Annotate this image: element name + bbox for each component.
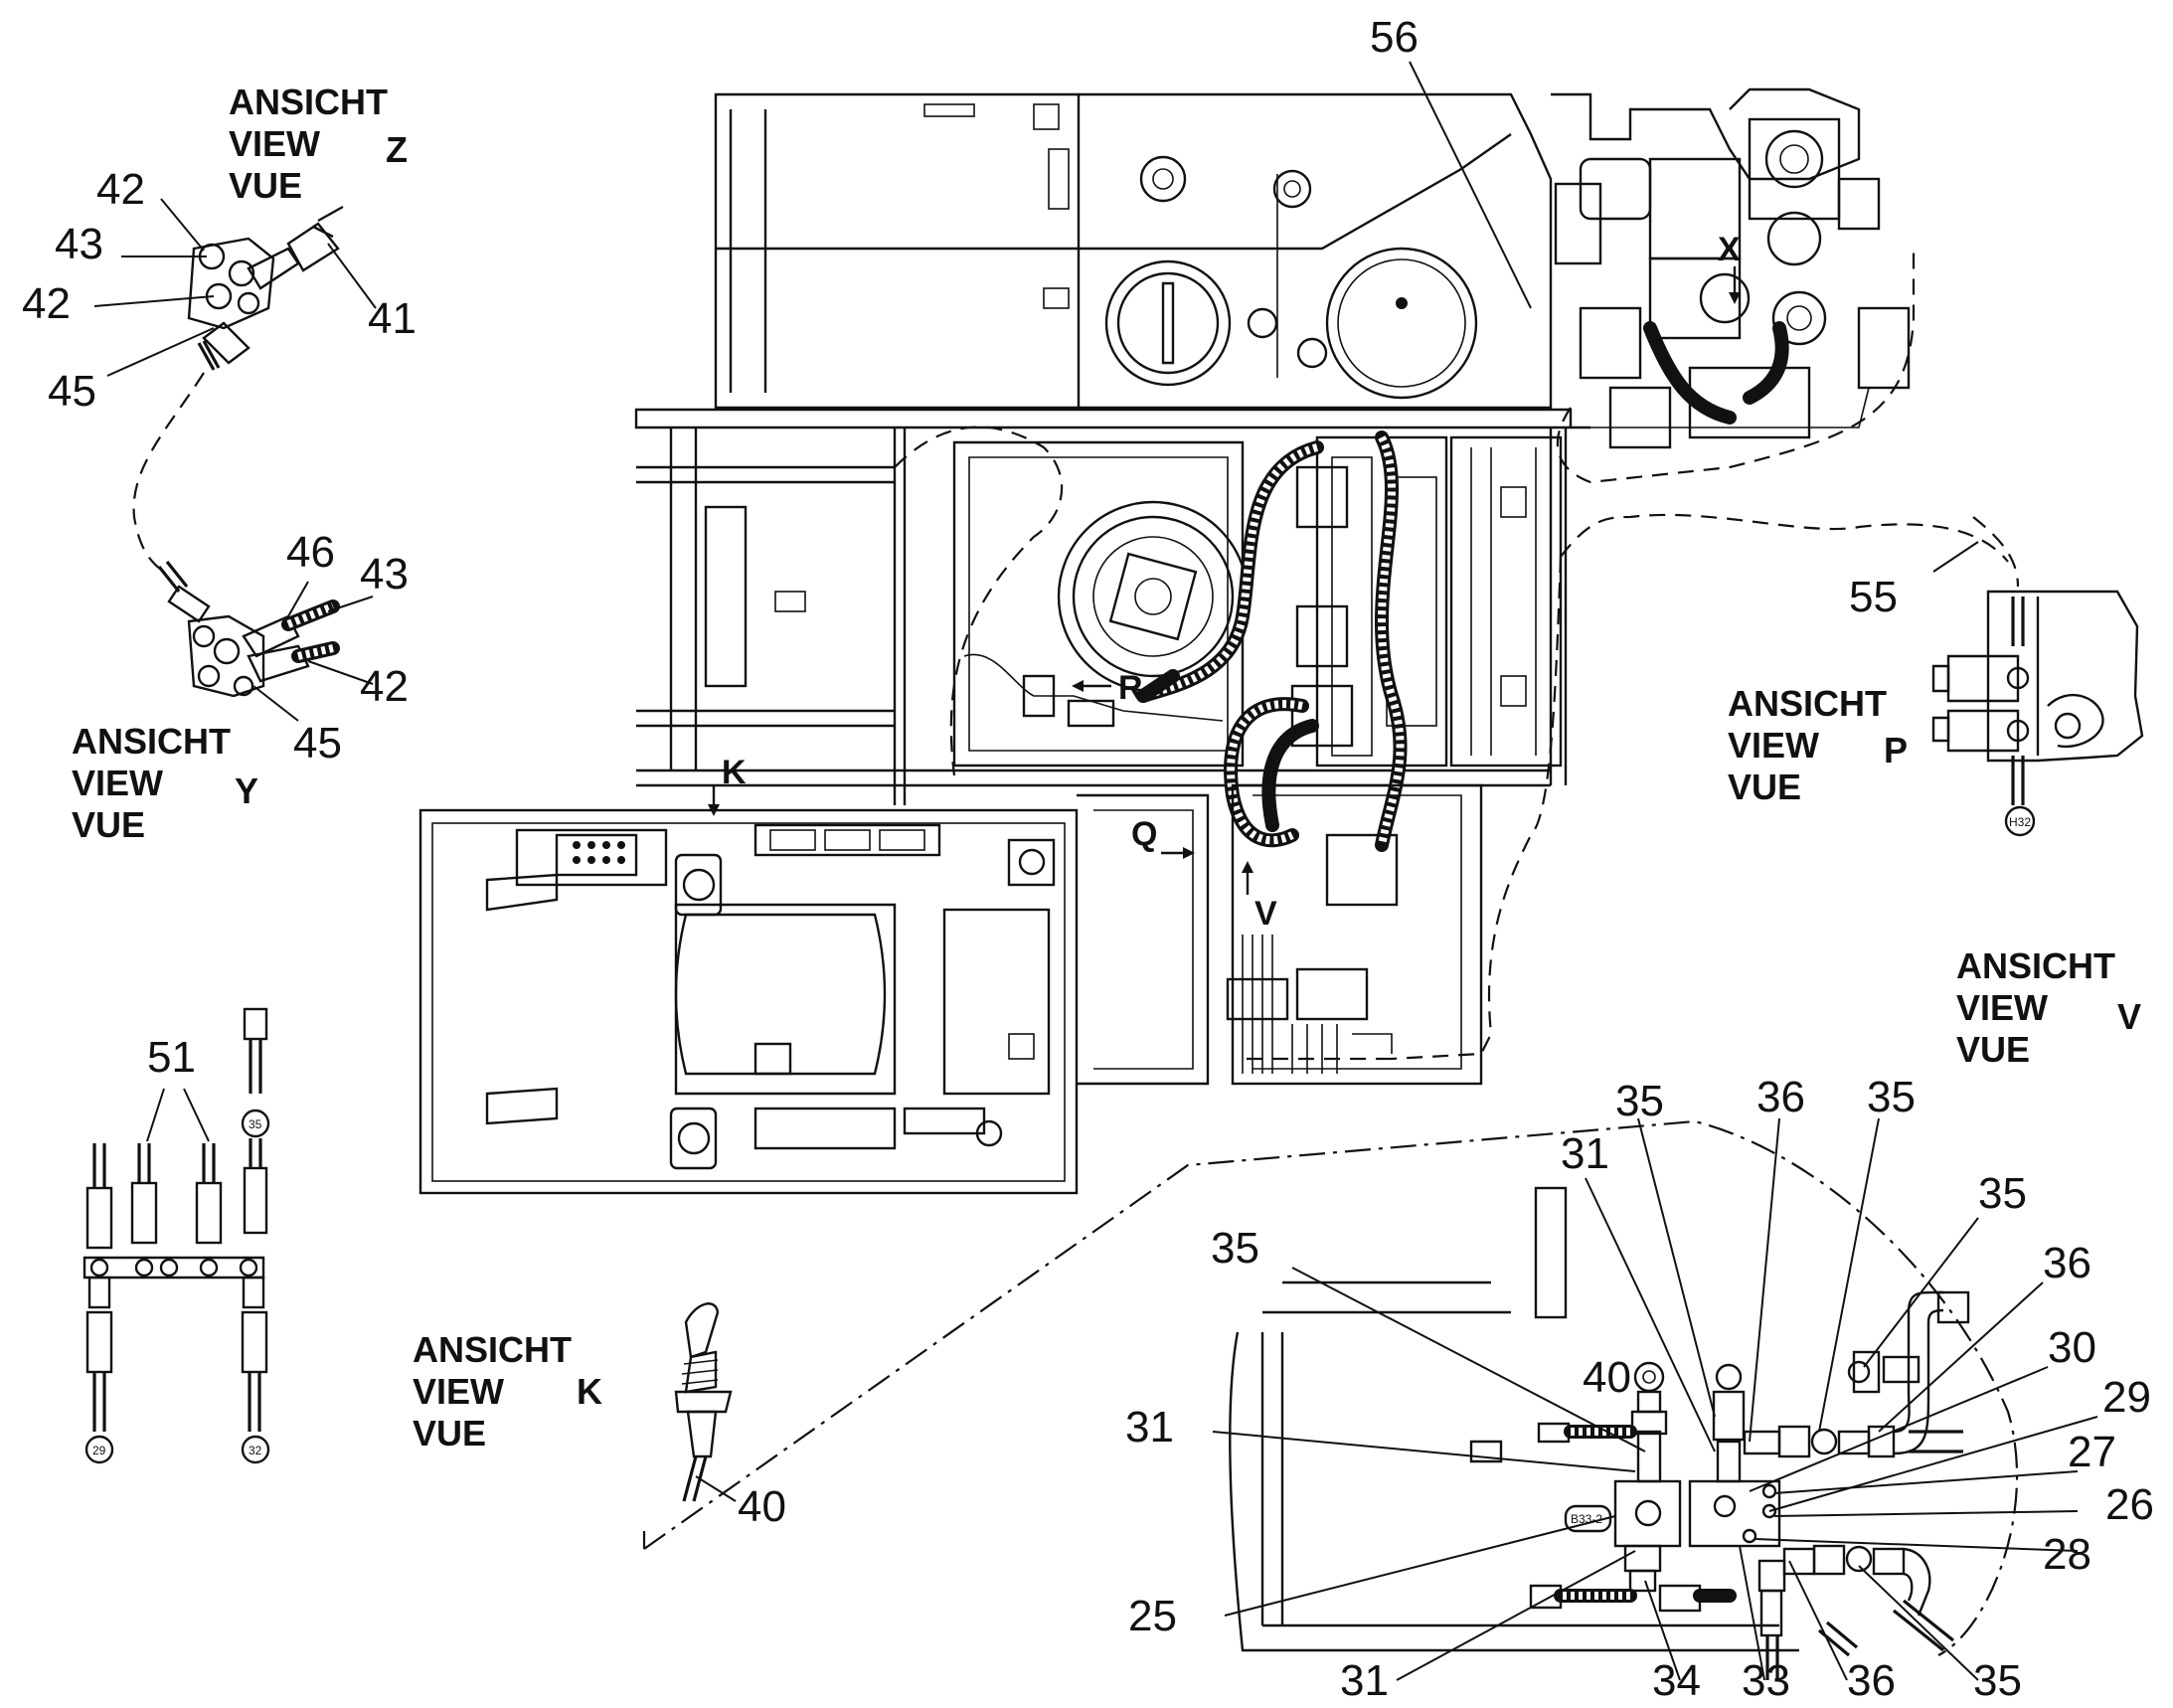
callout-z-43: 43 xyxy=(55,220,103,268)
callout-z-42-mid: 42 xyxy=(22,279,71,328)
callout-v-36-b: 36 xyxy=(2043,1239,2091,1287)
view-v-ansicht: ANSICHT xyxy=(1956,945,2115,986)
view-z-ansicht: ANSICHT xyxy=(229,82,388,122)
callout-v-26: 26 xyxy=(2105,1480,2154,1529)
view-k-ansicht: ANSICHT xyxy=(413,1329,572,1370)
callout-v-27: 27 xyxy=(2068,1428,2116,1476)
arrow-marker-r: R xyxy=(1118,669,1143,707)
callout-z-42-top: 42 xyxy=(96,165,145,214)
callout-v-36-c: 36 xyxy=(1847,1656,1896,1703)
view-v-vue: VUE xyxy=(1956,1029,2030,1070)
arrow-marker-x: X xyxy=(1718,231,1741,268)
callout-v-36-a: 36 xyxy=(1756,1073,1805,1121)
callout-v-31-b: 31 xyxy=(1125,1403,1174,1452)
view-p-ansicht: ANSICHT xyxy=(1728,683,1887,724)
callout-y-43: 43 xyxy=(360,550,409,598)
view-z-view: VIEW xyxy=(229,123,320,164)
hose-assembly-51: 35 29 32 xyxy=(83,1007,270,1464)
callout-numbers: 56 55 51 42 43 42 41 45 46 43 42 45 40 3… xyxy=(22,13,2154,1705)
view-v-detail: B33-2 xyxy=(642,945,2141,1681)
view-p-view: VIEW xyxy=(1728,725,1819,766)
callout-y-46: 46 xyxy=(286,528,335,577)
tag-35: 35 xyxy=(249,1117,262,1131)
view-y-ansicht: ANSICHT xyxy=(72,721,231,762)
callout-y-45: 45 xyxy=(293,719,342,768)
callout-v-31-c: 31 xyxy=(1340,1656,1389,1703)
view-v-view: VIEW xyxy=(1956,987,2048,1028)
callout-v-33: 33 xyxy=(1742,1656,1790,1703)
view-y-view: VIEW xyxy=(72,763,163,803)
callout-v-35-b: 35 xyxy=(1867,1073,1916,1121)
callout-v-25: 25 xyxy=(1128,1592,1177,1640)
arrow-marker-v: V xyxy=(1254,895,1277,933)
callout-v-31-a: 31 xyxy=(1561,1129,1609,1178)
view-p-letter: P xyxy=(1884,730,1908,770)
callout-56: 56 xyxy=(1370,13,1419,62)
view-y-detail: ANSICHT VIEW VUE Y xyxy=(72,561,374,845)
tag-h32: H32 xyxy=(2009,815,2031,829)
callout-z-41: 41 xyxy=(368,294,417,343)
callout-v-35-c: 35 xyxy=(1978,1169,2027,1218)
view-k-letter: K xyxy=(577,1371,602,1412)
arrow-marker-k: K xyxy=(722,754,747,791)
callout-z-45: 45 xyxy=(48,367,96,416)
callout-v-29: 29 xyxy=(2102,1373,2151,1422)
callout-v-35-a: 35 xyxy=(1615,1077,1664,1125)
view-k-view: VIEW xyxy=(413,1371,504,1412)
view-y-letter: Y xyxy=(235,770,258,811)
callout-k-40: 40 xyxy=(738,1482,786,1531)
callout-y-42: 42 xyxy=(360,662,409,711)
view-v-letter: V xyxy=(2117,996,2141,1037)
view-z-vue: VUE xyxy=(229,165,302,206)
tag-b33: B33-2 xyxy=(1571,1512,1602,1526)
callout-v-40: 40 xyxy=(1583,1353,1631,1402)
view-k-detail: ANSICHT VIEW VUE K xyxy=(413,1302,737,1502)
arrow-marker-q: Q xyxy=(1131,815,1157,853)
tag-29: 29 xyxy=(92,1444,106,1457)
tag-32: 32 xyxy=(249,1444,262,1457)
callout-v-35-d: 35 xyxy=(1211,1224,1259,1273)
view-y-vue: VUE xyxy=(72,804,145,845)
callout-51: 51 xyxy=(147,1033,196,1082)
callout-v-34: 34 xyxy=(1652,1656,1701,1703)
callout-v-30: 30 xyxy=(2048,1323,2096,1372)
view-z-letter: Z xyxy=(386,129,408,170)
view-z-detail: ANSICHT VIEW VUE Z xyxy=(93,82,408,573)
callout-v-35-e: 35 xyxy=(1973,1656,2022,1703)
callout-v-28: 28 xyxy=(2043,1530,2091,1579)
view-p-detail: H32 ANSICHT VIEW VUE P xyxy=(1728,516,2144,837)
callout-55: 55 xyxy=(1849,573,1898,621)
view-p-vue: VUE xyxy=(1728,767,1801,807)
machine-top-view xyxy=(418,87,2009,1195)
view-k-vue: VUE xyxy=(413,1413,486,1453)
view-arrows: X R K Q V xyxy=(708,231,1741,933)
